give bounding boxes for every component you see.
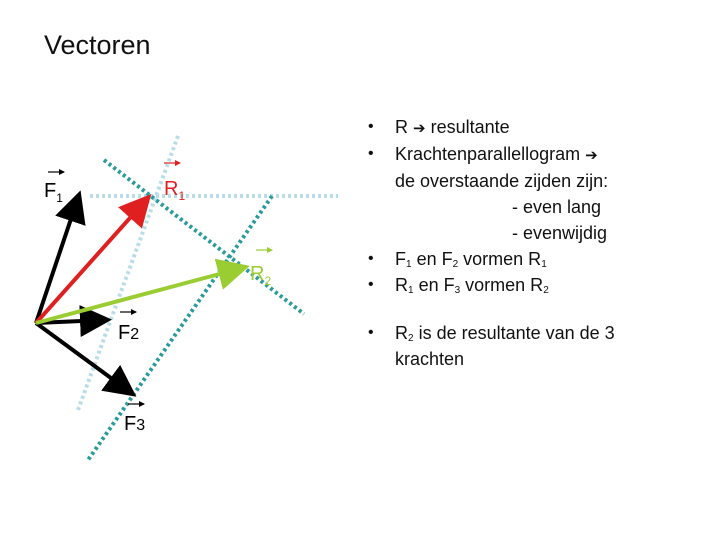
arrow-icon: ➔	[585, 146, 598, 164]
bullet-3: •F1 en F2 vormen R1	[366, 246, 716, 272]
bullet-1: •R ➔ resultante	[366, 114, 716, 141]
guide-line-steep-left	[76, 299, 120, 411]
label-r1: R1	[164, 178, 185, 203]
label-r2: R2	[250, 263, 271, 288]
vector-r2	[35, 258, 250, 325]
vector-f1	[34, 190, 86, 324]
label-f3: F3	[124, 413, 145, 435]
label-f2: F2	[118, 322, 139, 344]
bullet-list: •R ➔ resultante •Krachtenparallellogram …	[366, 114, 716, 372]
bullet-2-sub-2: - evenwijdig	[512, 223, 608, 243]
page-title: Vectoren	[44, 30, 151, 60]
bullet-dot: •	[368, 118, 374, 135]
bullet-dot: •	[368, 276, 374, 293]
bullet-dot: •	[368, 145, 374, 162]
label-f1: F1	[44, 180, 63, 205]
vector-f3	[34, 321, 137, 397]
bullet-2: •Krachtenparallellogram ➔de overstaande …	[366, 141, 716, 194]
guide-line-parallel-f2	[102, 158, 306, 316]
bullet-2-sub-1: - even lang	[512, 197, 602, 217]
vector-r1	[34, 194, 152, 325]
guide-line-steep-top	[116, 135, 180, 301]
vector-f2	[35, 305, 112, 338]
bullet-dot: •	[368, 324, 374, 341]
bullet-4: •R1 en F3 vormen R2	[366, 272, 716, 298]
bullet-dot: •	[368, 250, 374, 267]
arrow-icon: ➔	[413, 119, 426, 137]
